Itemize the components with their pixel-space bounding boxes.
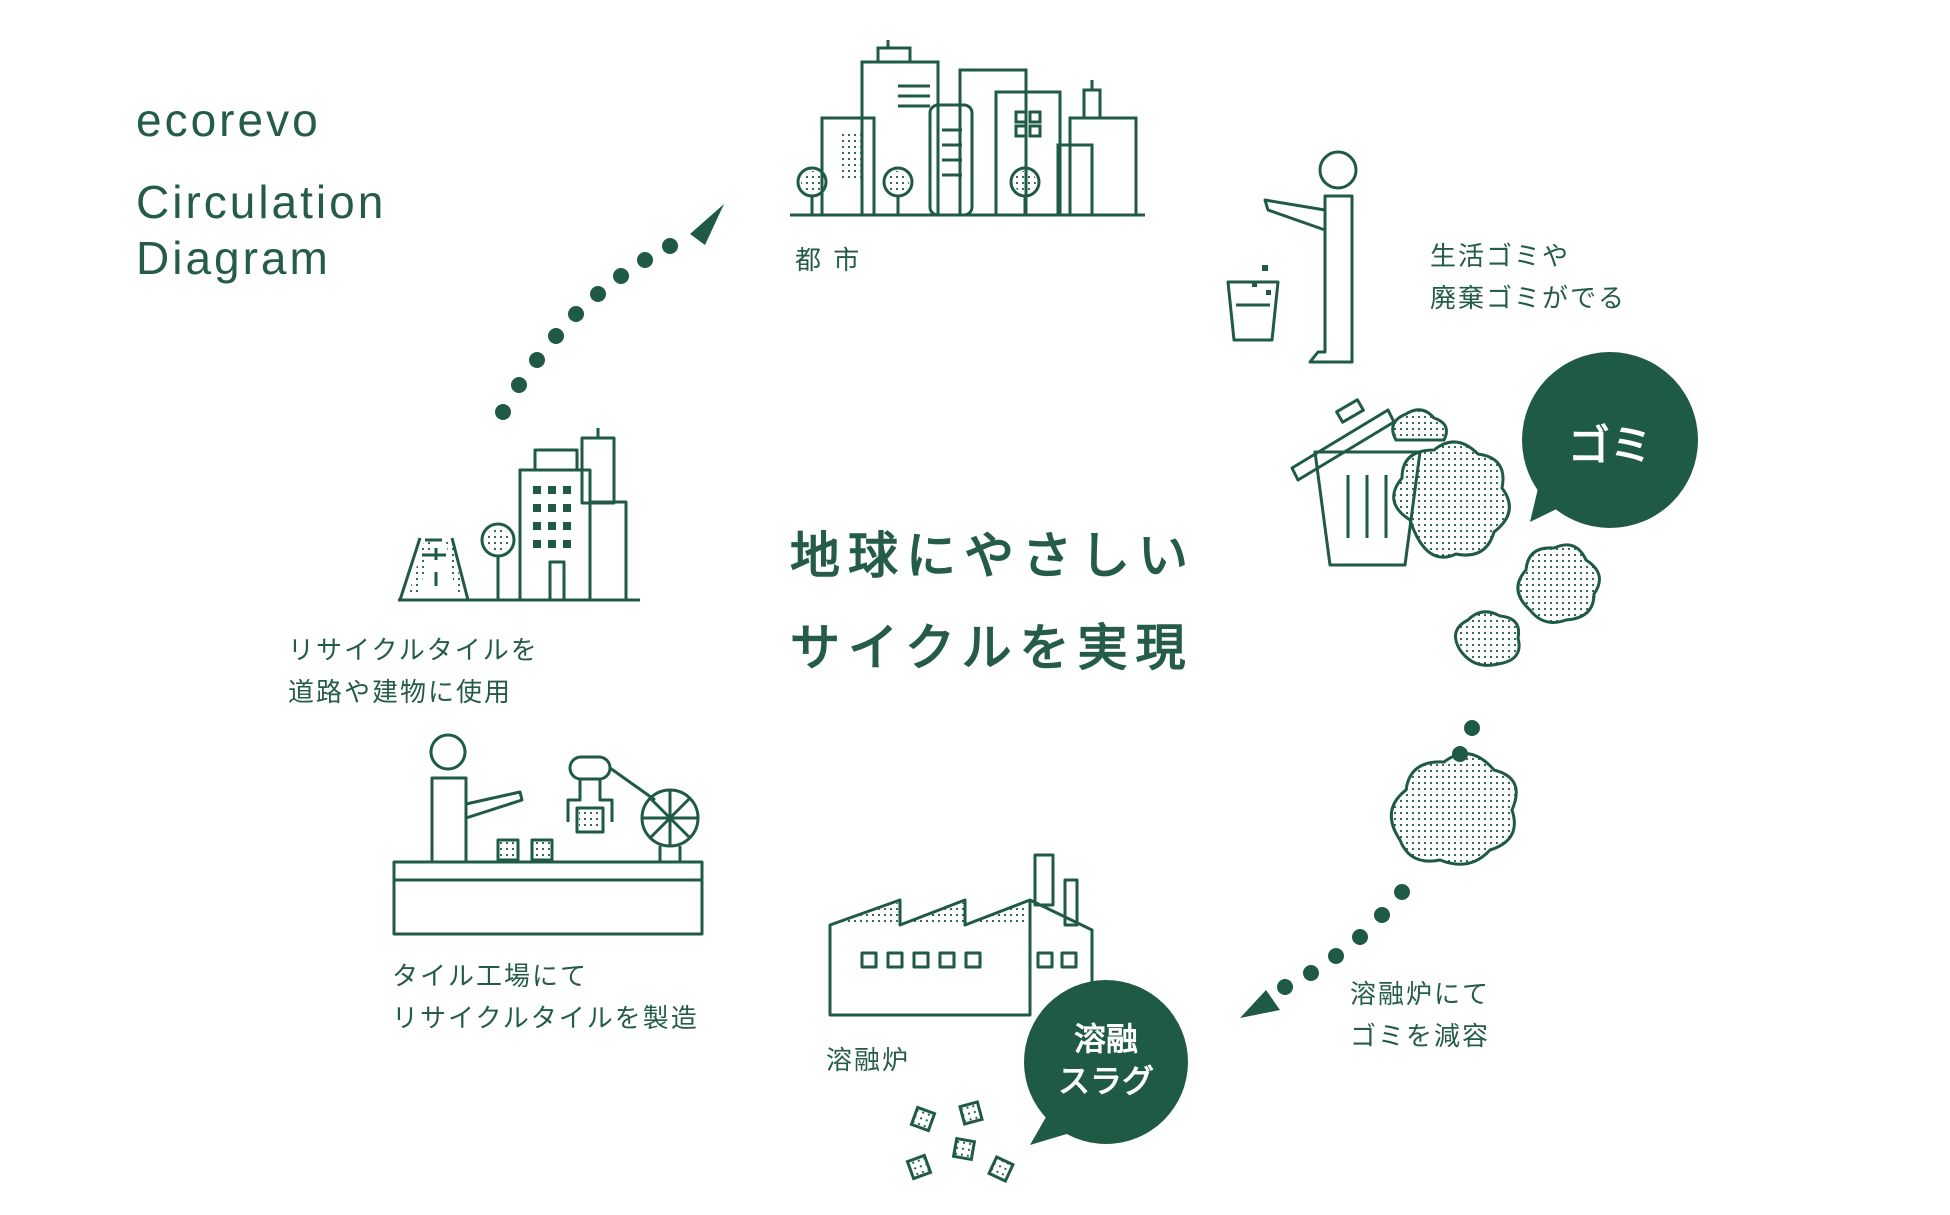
garbage-speech-bubble xyxy=(1522,352,1698,528)
road-and-buildings-icon xyxy=(398,428,640,602)
dotted-arrow-to-city xyxy=(495,204,724,420)
furnace-roof-shading xyxy=(832,902,1028,925)
center-message-line2: サイクルを実現 xyxy=(790,619,1194,677)
tile-factory-icon xyxy=(392,733,704,936)
tile-factory-line1: タイル工場にて xyxy=(392,962,589,992)
brand-block: ecorevo Circulation Diagram xyxy=(136,92,386,286)
tile-factory-label: タイル工場にて リサイクルタイルを製造 xyxy=(392,956,699,1040)
slag-pieces-icon xyxy=(905,1100,1015,1183)
reuse-line2: 道路や建物に使用 xyxy=(288,678,513,708)
volume-reduction-line1: 溶融炉にて xyxy=(1350,980,1491,1010)
building-windows xyxy=(533,486,571,548)
slag-bubble-line2: スラグ xyxy=(1057,1062,1154,1100)
waste-out-line1: 生活ゴミや xyxy=(1430,242,1571,272)
melting-furnace-icon xyxy=(828,853,1094,1017)
diagram-title-line2: Diagram xyxy=(136,232,331,284)
garbage-can-icon xyxy=(1290,398,1422,567)
reuse-label: リサイクルタイルを 道路や建物に使用 xyxy=(288,630,539,714)
road-shading xyxy=(408,528,510,596)
city-skyline-icon xyxy=(790,40,1145,217)
volume-reduction-line2: ゴミを減容 xyxy=(1350,1022,1491,1052)
tiles-shading xyxy=(500,810,601,858)
diagram-title-line1: Circulation xyxy=(136,176,387,228)
waste-out-label: 生活ゴミや 廃棄ゴミがでる xyxy=(1430,236,1626,320)
volume-reduction-label: 溶融炉にて ゴミを減容 xyxy=(1350,974,1490,1058)
center-message-line1: 地球にやさしい xyxy=(790,527,1196,585)
city-label: 都 市 xyxy=(795,246,862,276)
smoke-cloud-icon xyxy=(1389,752,1518,866)
furnace-label: 溶融炉 xyxy=(826,1046,911,1076)
smoke-clouds-icon xyxy=(1391,408,1601,667)
falling-trash-icon xyxy=(1252,265,1271,295)
slag-bubble-text: 溶融 スラグ xyxy=(1036,1018,1176,1102)
person-throwing-trash-icon xyxy=(1226,150,1358,364)
slag-speech-bubble xyxy=(1024,980,1188,1145)
tile-factory-line2: リサイクルタイルを製造 xyxy=(392,1004,699,1034)
garbage-bubble-text: ゴミ xyxy=(1567,421,1652,470)
skyline-shading xyxy=(801,130,1036,193)
dotted-arrow-to-furnace xyxy=(1240,720,1480,1018)
reuse-line1: リサイクルタイルを xyxy=(288,636,539,666)
waste-out-line2: 廃棄ゴミがでる xyxy=(1430,284,1627,314)
slag-bubble-line1: 溶融 xyxy=(1073,1020,1138,1058)
center-message: 地球にやさしい サイクルを実現 xyxy=(790,510,1196,694)
brand-name: ecorevo xyxy=(136,94,321,146)
